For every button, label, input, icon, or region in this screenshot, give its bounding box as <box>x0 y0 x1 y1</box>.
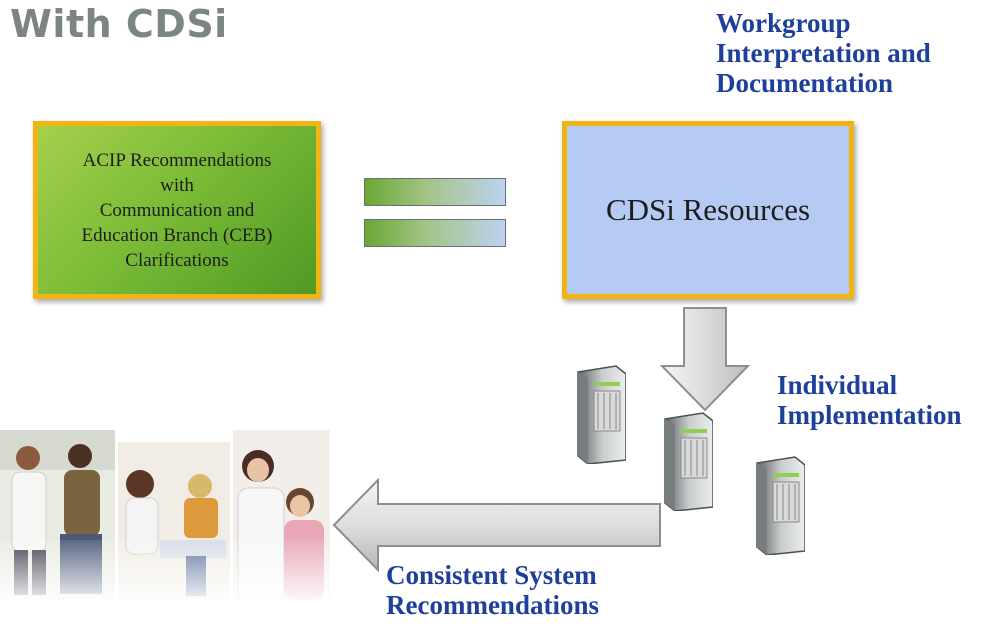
individual-implementation-label: Individual Implementation <box>777 370 962 430</box>
equals-sign-icon-top-bar <box>364 178 506 206</box>
workgroup-label-line: Documentation <box>716 68 893 98</box>
cdsi-resources-box: CDSi Resources <box>562 121 854 299</box>
consistent-label-line: Consistent System <box>386 560 597 590</box>
acip-line: Education Branch (CEB) <box>81 224 273 246</box>
equals-sign-icon-bottom-bar <box>364 219 506 247</box>
acip-line: Clarifications <box>125 249 229 271</box>
photo-collage <box>0 430 330 600</box>
consistent-system-recommendations-label: Consistent System Recommendations <box>386 560 599 620</box>
server-icon <box>577 365 626 464</box>
workgroup-label-line: Workgroup <box>716 8 851 38</box>
individual-label-line: Individual <box>777 370 898 400</box>
acip-recommendations-box: ACIP Recommendations with Communication … <box>33 121 321 299</box>
down-arrow-icon <box>660 307 750 412</box>
acip-line: ACIP Recommendations <box>82 149 272 171</box>
acip-line: Communication and <box>99 199 255 221</box>
left-arrow-icon <box>332 478 661 572</box>
cdsi-box-text: CDSi Resources <box>605 192 811 227</box>
page-title: With CDSi <box>10 2 228 46</box>
consistent-label-line: Recommendations <box>386 590 599 620</box>
server-icon <box>664 412 713 511</box>
acip-box-text: ACIP Recommendations with Communication … <box>52 148 302 273</box>
workgroup-label-line: Interpretation and <box>716 38 931 68</box>
server-icon <box>756 456 805 555</box>
workgroup-label: Workgroup Interpretation and Documentati… <box>716 8 931 98</box>
acip-line: with <box>160 174 194 196</box>
individual-label-line: Implementation <box>777 400 962 430</box>
